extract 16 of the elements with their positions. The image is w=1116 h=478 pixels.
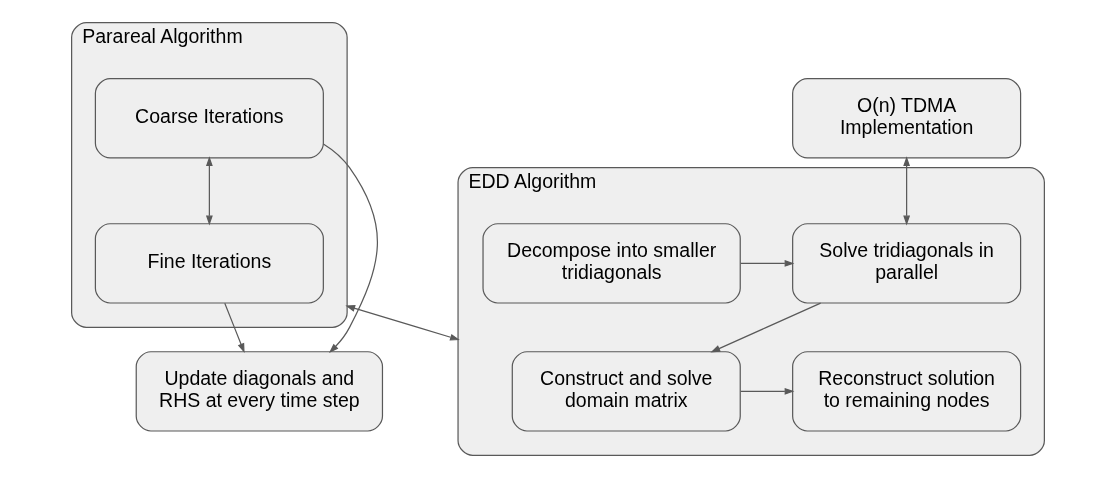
- node-box: Solve tridiagonals in parallel: [792, 223, 1022, 304]
- node-box: Coarse Iterations: [94, 78, 324, 159]
- node-box: Reconstruct solution to remaining nodes: [792, 351, 1022, 432]
- node-box: O(n) TDMA Implementation: [792, 78, 1022, 159]
- node-box: Decompose into smaller tridiagonals: [482, 223, 741, 304]
- arrow: [224, 302, 245, 354]
- arrow: [322, 143, 378, 353]
- arrow: [345, 305, 460, 341]
- node-box: Update diagonals and RHS at every time step: [135, 351, 384, 432]
- node-box: Fine Iterations: [94, 223, 324, 304]
- node-box: Construct and solve domain matrix: [511, 351, 741, 432]
- arrow: [740, 259, 795, 267]
- arrow: [740, 387, 795, 395]
- arrow: [205, 156, 213, 226]
- arrow: [710, 302, 822, 353]
- arrow: [903, 156, 911, 226]
